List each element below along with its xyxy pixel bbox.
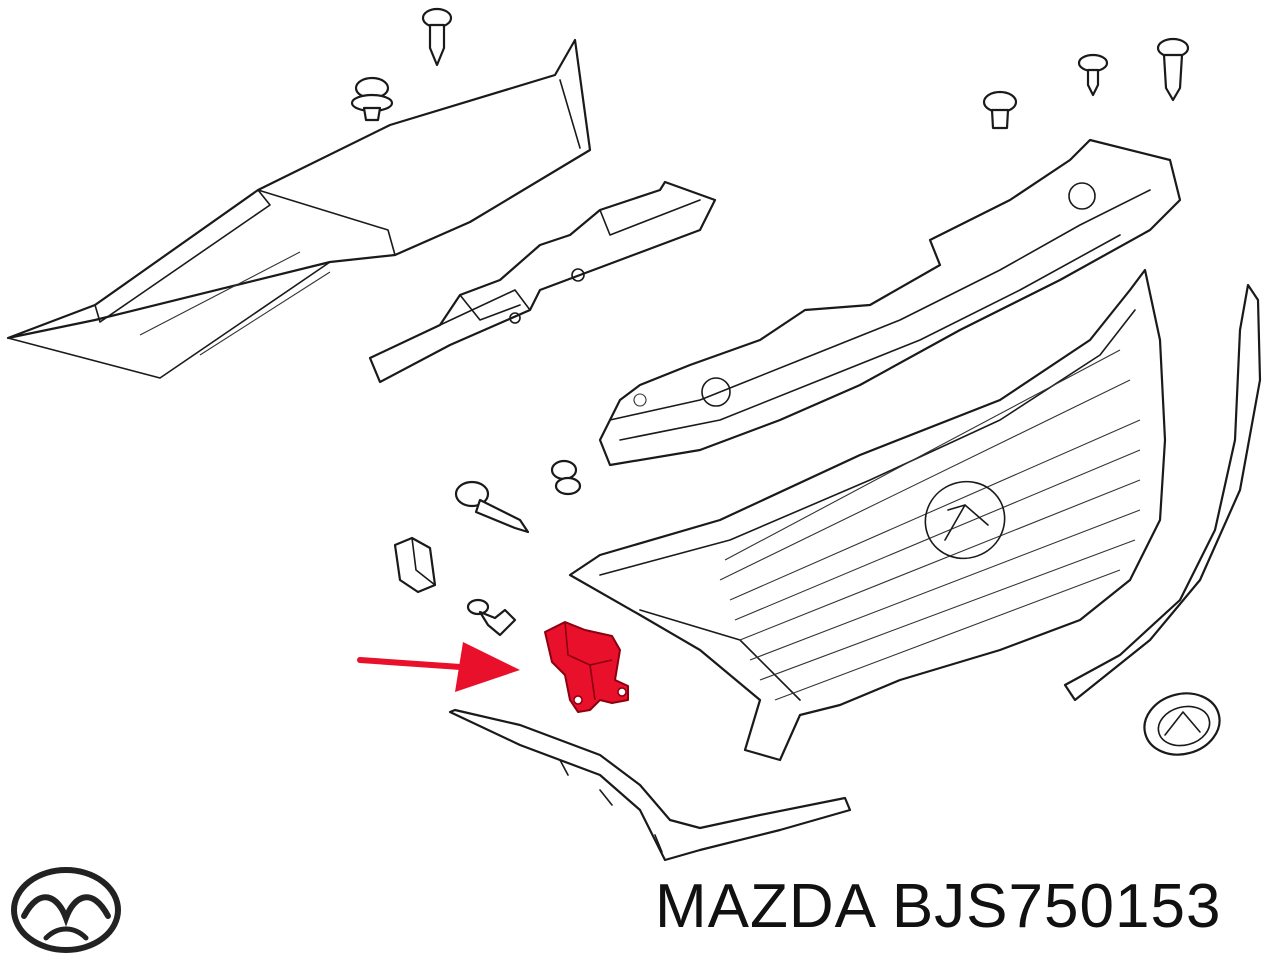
red-arrow-icon bbox=[357, 642, 520, 692]
upper-grille-shroud bbox=[6, 38, 592, 379]
highlighted-grille-bracket bbox=[544, 621, 629, 713]
lower-grille-moulding bbox=[448, 708, 852, 862]
center-grille-bracket bbox=[368, 180, 717, 384]
mazda-logo-icon bbox=[11, 867, 121, 953]
fastener-clips bbox=[350, 7, 1190, 637]
push-clip-3 bbox=[1077, 53, 1109, 97]
push-clip-2 bbox=[350, 76, 394, 122]
part-caption: MAZDA BJS750153 bbox=[655, 876, 1221, 938]
bolt-screw bbox=[454, 480, 530, 534]
push-clip-1 bbox=[421, 7, 453, 67]
front-grille bbox=[568, 268, 1167, 762]
brand-name: MAZDA bbox=[655, 872, 874, 941]
grille-emblem bbox=[1143, 692, 1221, 756]
push-clip-5 bbox=[982, 90, 1018, 130]
part-number: BJS750153 bbox=[891, 872, 1222, 941]
push-clip-4 bbox=[1156, 37, 1190, 102]
right-grille-moulding bbox=[1063, 283, 1262, 702]
retainer-clip bbox=[466, 598, 517, 637]
nut-clip bbox=[393, 536, 437, 594]
push-clip-6 bbox=[550, 459, 582, 496]
grille-upper-carrier bbox=[598, 138, 1182, 467]
